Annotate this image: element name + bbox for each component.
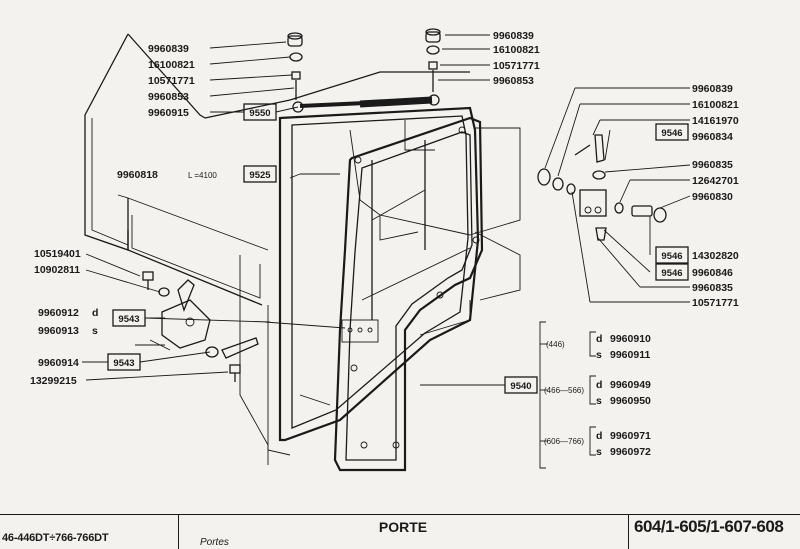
side-suffix: d [92, 307, 98, 319]
part-label: 9960853 [148, 91, 189, 103]
part-label: 14302820 [692, 250, 739, 262]
strut-mount-parts-left [287, 32, 303, 100]
page-title: PORTE [378, 519, 428, 535]
gas-strut [292, 94, 440, 113]
svg-text:9540: 9540 [510, 381, 531, 392]
ref-box-9540: 9540 [504, 376, 538, 394]
part-label: 9960839 [692, 83, 733, 95]
title-block-models-cell: 46-446DT÷766-766DT [0, 515, 179, 549]
ref-box-9550: 9550 [243, 103, 277, 121]
variant-part-label: 9960971 [610, 430, 651, 442]
variant-range: (446) [546, 340, 565, 349]
side-suffix: s [596, 349, 602, 361]
part-label: 9960834 [692, 131, 733, 143]
title-block-code-cell: 604/1-605/1-607-608 [628, 515, 800, 549]
cable-length-label: L =4100 [188, 171, 217, 180]
page-code: 604/1-605/1-607-608 [634, 517, 784, 536]
part-label: 10571771 [692, 297, 739, 309]
part-label: 9960830 [692, 191, 733, 203]
variant-part-label: 9960910 [610, 333, 651, 345]
variant-part-label: 9960911 [610, 349, 650, 361]
svg-text:9550: 9550 [249, 108, 270, 119]
side-suffix: s [596, 446, 602, 458]
part-label: 9960914 [38, 357, 79, 369]
part-label: 10571771 [148, 75, 195, 87]
ref-box-9543-top: 9543 [112, 309, 146, 327]
title-block-title-cell: PORTE Portes [178, 515, 629, 549]
part-label: 9960913 [38, 325, 79, 337]
side-suffix: d [596, 430, 602, 442]
svg-text:9546: 9546 [661, 128, 682, 139]
exploded-door-diagram: 9550 9525 9546 9546 9546 9543 9543 9540 … [30, 28, 739, 472]
variant-part-label: 9960972 [610, 446, 651, 458]
ref-box-9525: 9525 [243, 165, 277, 183]
title-block: 46-446DT÷766-766DT PORTE Portes 604/1-60… [0, 514, 800, 549]
part-label: 9960839 [148, 43, 189, 55]
side-suffix: s [92, 325, 98, 337]
svg-text:9525: 9525 [249, 170, 271, 181]
door-frame [333, 116, 484, 472]
part-label: 16100821 [692, 99, 739, 111]
page-subtitle: Portes [200, 537, 229, 548]
part-label: 13299215 [30, 375, 77, 387]
part-label: 10519401 [34, 248, 81, 260]
variant-part-label: 9960949 [610, 379, 651, 391]
part-label: 10571771 [493, 60, 540, 72]
ref-box-9543-low: 9543 [107, 353, 141, 371]
leader-lines [82, 34, 691, 386]
variant-range: (466—566) [544, 386, 584, 395]
strut-mount-parts-right [425, 28, 441, 92]
svg-text:9546: 9546 [661, 268, 682, 279]
ref-box-9546-mid: 9546 [655, 246, 689, 264]
part-label: 9960853 [493, 75, 534, 87]
ref-box-9546-top: 9546 [655, 123, 689, 141]
door-variants-bracket [539, 321, 596, 469]
part-label: 9960839 [493, 30, 534, 42]
handle-assembly [135, 271, 259, 382]
svg-text:9543: 9543 [118, 314, 139, 325]
part-label: 9960846 [692, 267, 733, 279]
part-label: 9960835 [692, 282, 733, 294]
door-seal-frame [278, 106, 480, 442]
part-label: 10902811 [34, 264, 80, 276]
hinge-assembly [537, 134, 667, 241]
variant-range: (606—766) [544, 437, 584, 446]
model-range: 46-446DT÷766-766DT [2, 532, 109, 544]
side-suffix: d [596, 379, 602, 391]
part-label: 9960912 [38, 307, 79, 319]
part-label: 14161970 [692, 115, 739, 127]
part-label: 16100821 [148, 59, 195, 71]
svg-text:9543: 9543 [113, 358, 134, 369]
cable-part-label: 9960818 [117, 169, 158, 181]
part-label: 16100821 [493, 44, 540, 56]
side-suffix: d [596, 333, 602, 345]
variant-part-label: 9960950 [610, 395, 651, 407]
side-suffix: s [596, 395, 602, 407]
part-label: 9960915 [148, 107, 189, 119]
ref-box-9546-low: 9546 [655, 263, 689, 281]
part-label: 12642701 [692, 175, 739, 187]
svg-text:9546: 9546 [661, 251, 682, 262]
part-label: 9960835 [692, 159, 733, 171]
